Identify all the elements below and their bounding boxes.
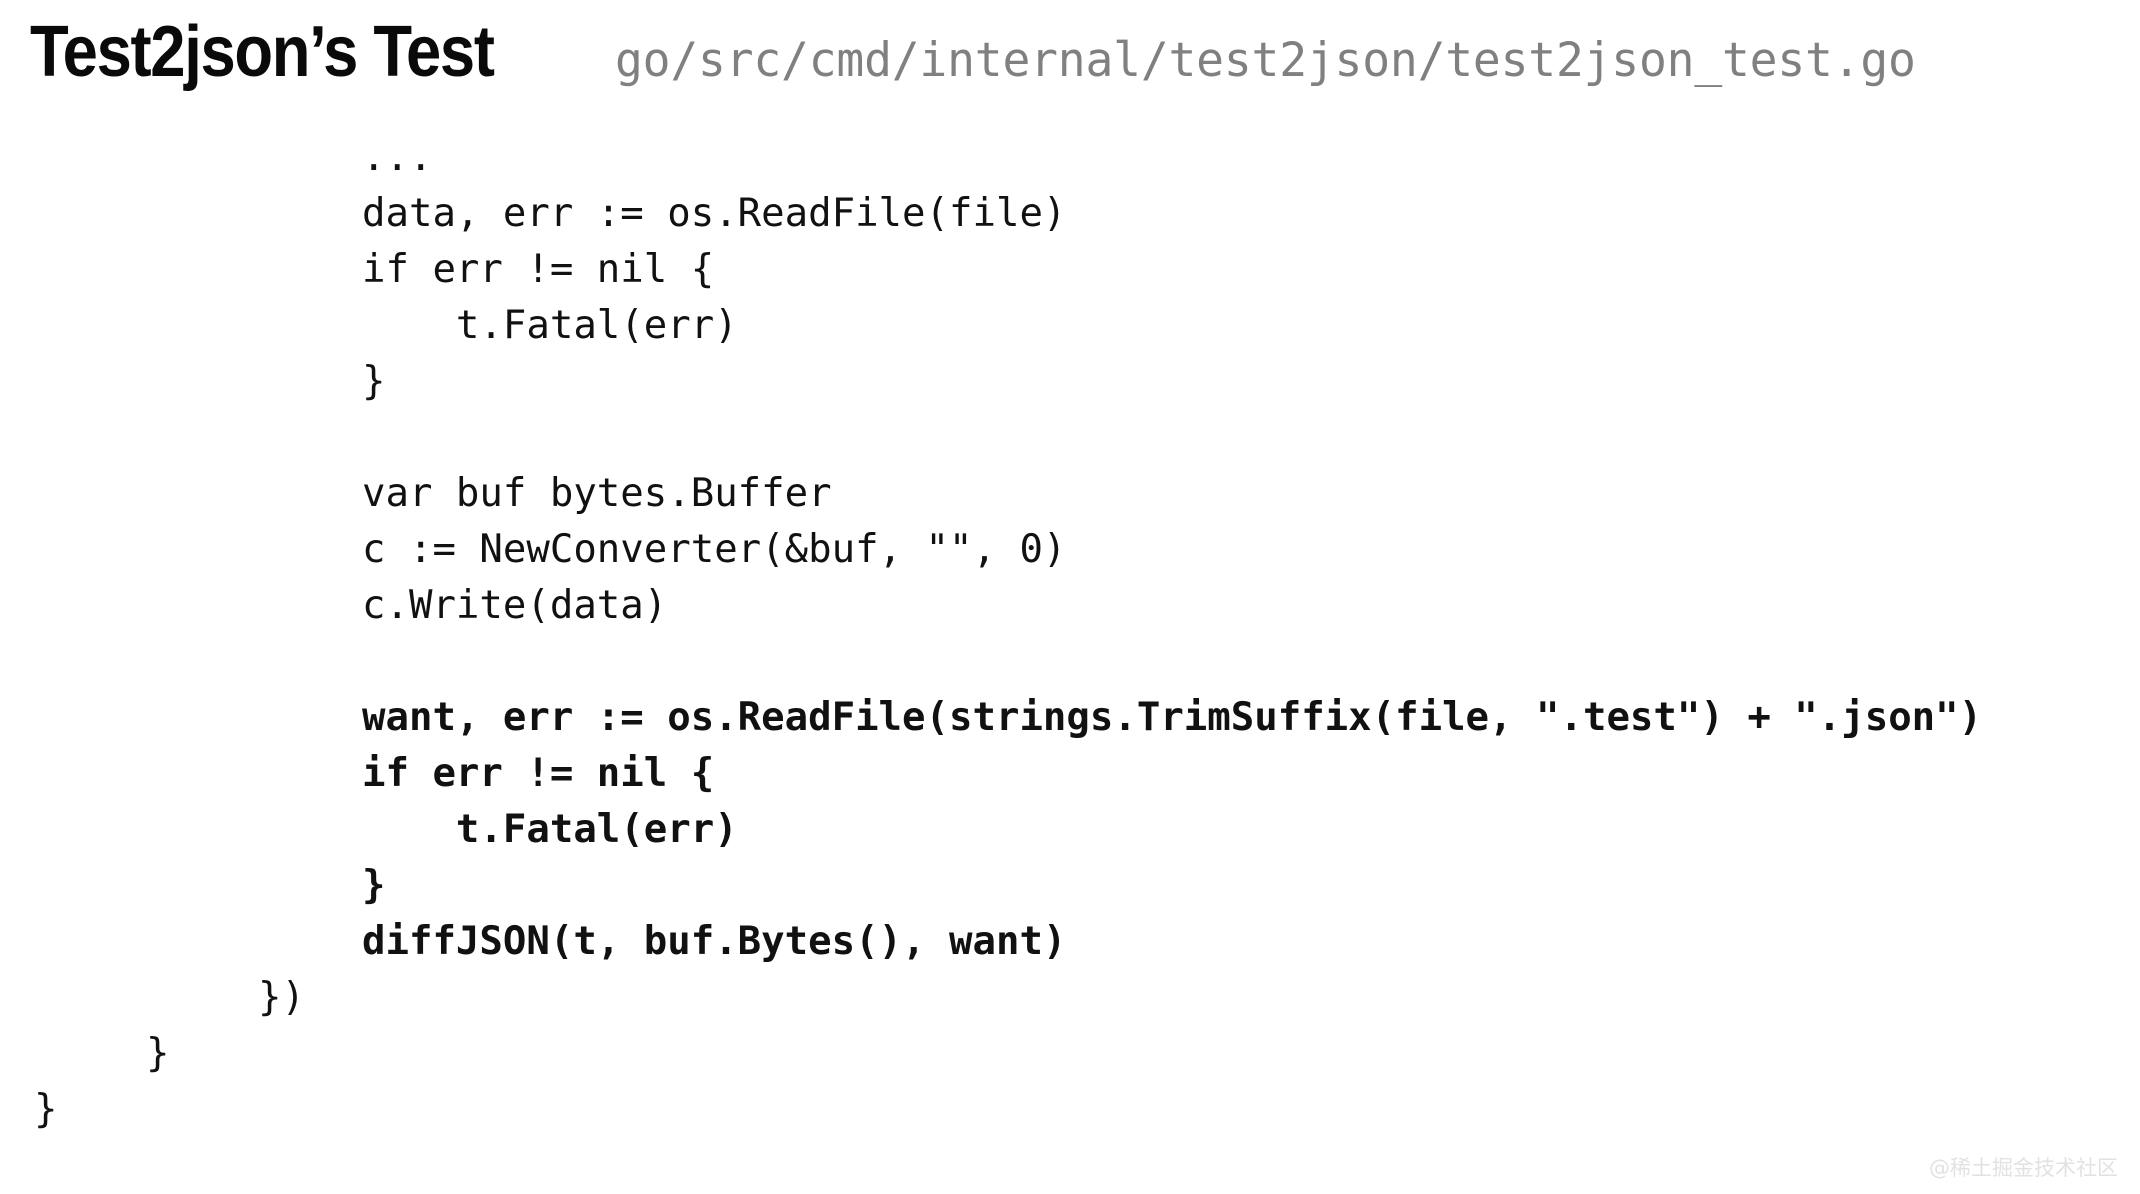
code-line: t.Fatal(err)	[362, 303, 738, 348]
code-line	[0, 410, 2140, 466]
source-file-path: go/src/cmd/internal/test2json/test2json_…	[614, 33, 1916, 88]
code-line: }	[362, 359, 386, 404]
code-line: })	[258, 975, 305, 1020]
code-line: ...	[362, 135, 433, 180]
code-line: data, err := os.ReadFile(file)	[362, 191, 1067, 236]
slide-header: Test2json’s Test go/src/cmd/internal/tes…	[0, 0, 2140, 104]
page-title: Test2json’s Test	[30, 12, 495, 92]
code-line: want, err := os.ReadFile(strings.TrimSuf…	[362, 695, 1983, 740]
code-line	[0, 634, 2140, 690]
code-line: diffJSON(t, buf.Bytes(), want)	[362, 919, 1067, 964]
code-line: }	[34, 1087, 58, 1132]
code-line: }	[362, 863, 386, 908]
code-block: ... data, err := os.ReadFile(file) if err …	[0, 130, 2140, 1138]
code-line: var buf bytes.Buffer	[362, 471, 832, 516]
code-line: t.Fatal(err)	[362, 807, 738, 852]
code-line: c := NewConverter(&buf, "", 0)	[362, 527, 1067, 572]
watermark: @稀土掘金技术社区	[1929, 1156, 2118, 1180]
code-line: c.Write(data)	[362, 583, 668, 628]
code-line: if err != nil {	[362, 751, 715, 796]
code-line: }	[146, 1031, 170, 1076]
code-line: if err != nil {	[362, 247, 715, 292]
